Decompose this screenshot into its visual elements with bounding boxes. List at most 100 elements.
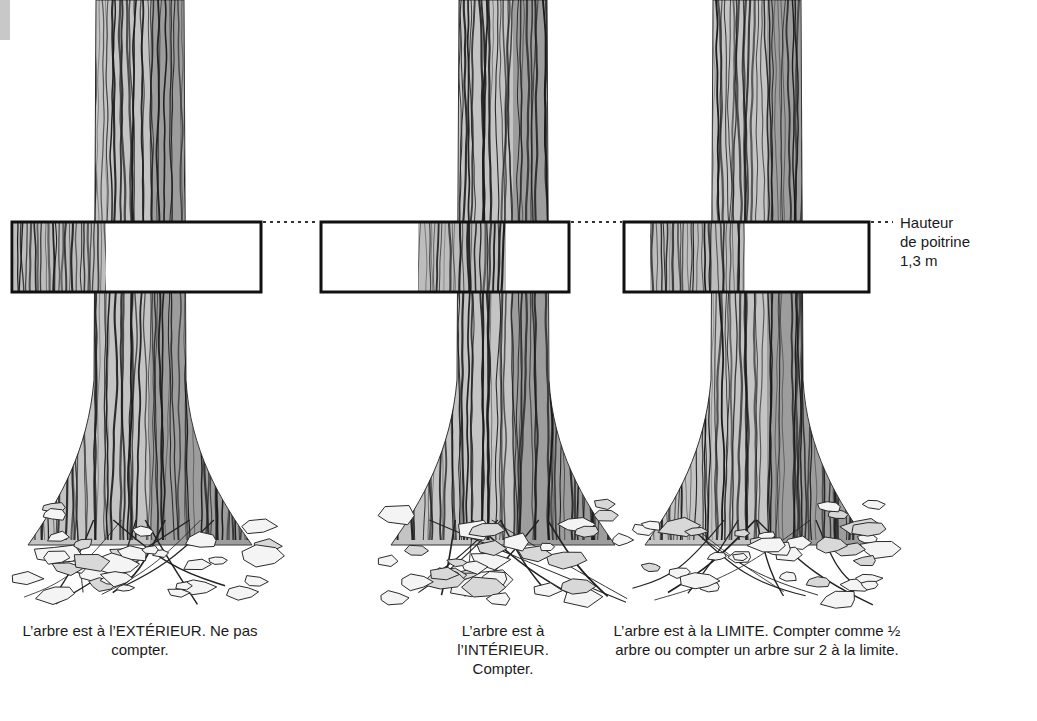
bark-stroke <box>104 222 106 292</box>
bark-stroke <box>480 222 481 292</box>
rock <box>48 531 70 541</box>
bark-stroke <box>697 222 699 292</box>
rock <box>820 591 854 608</box>
root <box>429 520 626 602</box>
bark-stroke <box>69 222 70 292</box>
rock <box>422 568 464 589</box>
bark-stroke <box>702 222 704 292</box>
bark-stroke <box>459 222 460 292</box>
page-tab <box>0 0 10 40</box>
rock <box>176 582 193 590</box>
window-frame <box>321 222 569 292</box>
displaced-bark <box>14 222 106 292</box>
caption: L’arbre est à l’EXTÉRIEUR. Ne pas compte… <box>15 622 265 660</box>
bark-stroke <box>726 222 728 292</box>
rock <box>12 572 44 585</box>
height-label: Hauteur de poitrine 1,3 m <box>900 214 972 270</box>
bark-stroke <box>737 222 740 292</box>
bark-stroke <box>470 222 473 292</box>
rock <box>36 587 75 605</box>
bark-stroke <box>418 222 421 292</box>
rock <box>575 526 599 537</box>
rock <box>735 530 750 538</box>
rock <box>641 521 659 530</box>
rock <box>685 528 709 536</box>
dotted-line <box>871 221 893 223</box>
bark-stroke <box>40 222 41 292</box>
rock <box>534 583 562 597</box>
bark-stroke <box>666 222 668 292</box>
rock <box>209 557 228 564</box>
rock <box>43 509 65 521</box>
rock <box>779 572 796 581</box>
rock <box>747 538 785 552</box>
bark-stroke <box>83 222 85 292</box>
bark-stroke <box>424 222 427 292</box>
bark-stroke <box>469 222 470 292</box>
bark-stroke <box>17 222 19 292</box>
bark-stroke <box>692 222 693 292</box>
bark-stroke <box>498 222 501 292</box>
bark-stroke <box>30 222 32 292</box>
bark-stroke <box>90 222 92 292</box>
bark-stroke <box>488 222 492 292</box>
bark-stroke <box>58 222 59 292</box>
rock <box>594 510 618 521</box>
bark-stroke <box>609 0 619 540</box>
bark-stroke <box>474 222 476 292</box>
bark-stroke <box>19 222 24 292</box>
bark-stroke <box>687 222 689 292</box>
bark-stroke <box>656 222 658 292</box>
bark-stroke <box>443 222 445 292</box>
bark-stroke <box>486 222 488 292</box>
bark-stroke <box>26 222 28 292</box>
rock <box>862 500 885 509</box>
rock <box>860 542 901 559</box>
caption: L’arbre est à l’INTÉRIEUR. Compter. <box>447 622 559 678</box>
trunk <box>391 0 615 545</box>
root <box>56 520 190 604</box>
bark <box>386 0 623 545</box>
rock <box>184 559 212 569</box>
bark-stroke <box>431 222 433 292</box>
dotted-line <box>263 221 318 223</box>
bark-stroke <box>610 0 616 540</box>
rock <box>74 539 92 550</box>
bark-stroke <box>429 222 431 292</box>
bark-stroke <box>479 0 489 540</box>
bark-stroke <box>71 222 73 292</box>
rock <box>561 579 596 594</box>
bark-stroke <box>663 222 666 292</box>
rock <box>612 533 633 546</box>
bark-stroke <box>669 222 670 292</box>
rock <box>378 555 398 566</box>
bark-stroke <box>678 222 681 292</box>
bark-stroke <box>607 0 613 540</box>
bark-stroke <box>101 222 102 292</box>
rock <box>641 563 660 571</box>
bark-stroke <box>730 222 731 292</box>
bark-stroke <box>680 222 681 292</box>
bark-stroke <box>501 222 505 292</box>
bark-stroke <box>704 222 706 292</box>
bark-stroke <box>54 222 56 292</box>
rock <box>431 567 460 580</box>
rock <box>402 574 434 591</box>
root <box>679 520 818 595</box>
rock <box>707 552 726 560</box>
bark-stroke <box>493 222 495 292</box>
rock <box>540 543 554 550</box>
rock <box>680 573 720 589</box>
bark-stroke <box>453 222 455 292</box>
rock <box>405 545 429 555</box>
bark-stroke <box>715 222 718 292</box>
prism-window <box>624 215 869 299</box>
bark-stroke <box>592 0 597 540</box>
rock <box>227 586 259 600</box>
rock <box>818 502 841 512</box>
bark-stroke <box>92 222 94 292</box>
tree <box>632 0 901 608</box>
bark-stroke <box>462 222 464 292</box>
rock <box>74 555 110 572</box>
bark-stroke <box>572 0 580 540</box>
